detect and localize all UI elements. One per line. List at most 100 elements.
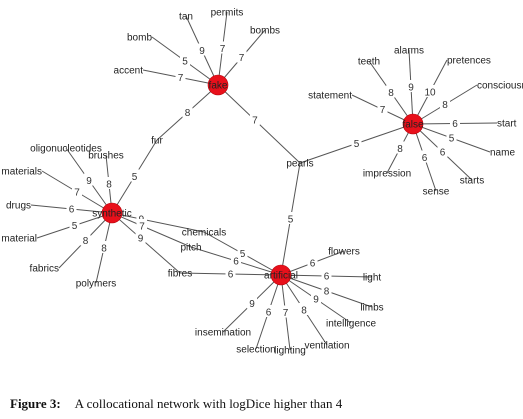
edge-weight-background bbox=[137, 218, 148, 231]
word-node-fibres: fibres bbox=[168, 269, 192, 280]
word-node-statement: statement bbox=[308, 91, 352, 102]
figure-caption-label: Figure 3: bbox=[10, 396, 61, 411]
edge-weight-synthetic-drugs: 6 bbox=[69, 205, 75, 216]
edge-synthetic-fibres bbox=[111, 212, 181, 274]
edge-weight-background bbox=[419, 150, 430, 163]
edge-weight-background bbox=[446, 131, 457, 143]
edge-weight-background bbox=[425, 85, 435, 97]
edge-weight-background bbox=[263, 305, 274, 317]
word-node-flowers: flowers bbox=[328, 247, 360, 258]
edge-weight-false-name: 5 bbox=[449, 134, 455, 145]
edge-weight-synthetic-fur: 5 bbox=[132, 172, 138, 183]
word-node-lighting: lighting bbox=[274, 346, 306, 357]
hub-label-fake: fake bbox=[209, 81, 228, 92]
edge-weight-false-impression: 8 bbox=[397, 144, 403, 155]
edge-weight-background bbox=[280, 305, 291, 318]
edge-weight-artificial-lighting: 7 bbox=[283, 308, 289, 319]
edge-weight-background bbox=[129, 169, 140, 182]
edge-weight-background bbox=[72, 185, 82, 197]
edge-weight-artificial-flowers: 6 bbox=[310, 259, 316, 270]
edge-weight-fake-permits: 7 bbox=[220, 44, 226, 55]
hub-node-synthetic bbox=[101, 202, 123, 224]
edge-weight-artificial-pearls: 5 bbox=[288, 215, 294, 226]
edge-weight-background bbox=[225, 267, 236, 279]
edge-weight-background bbox=[321, 269, 332, 281]
edge-weight-synthetic-pitch: 7 bbox=[139, 221, 145, 232]
edge-weight-synthetic-polymers: 8 bbox=[101, 244, 107, 255]
word-node-sense: sense bbox=[423, 187, 450, 198]
word-node-light: light bbox=[363, 273, 382, 284]
edge-weight-background bbox=[285, 212, 296, 224]
word-node-starts: starts bbox=[460, 176, 484, 187]
network-edge-weights: 9775787891087656685598765889795665668987… bbox=[66, 41, 460, 319]
hub-node-artificial bbox=[270, 264, 292, 286]
edge-weight-false-consciousness: 8 bbox=[442, 100, 448, 111]
edge-weight-background bbox=[236, 50, 247, 63]
edge-weight-synthetic-materials: 7 bbox=[74, 188, 80, 199]
edge-weight-artificial-fibres: 6 bbox=[228, 270, 234, 281]
edge-weight-false-alarms: 9 bbox=[408, 83, 414, 94]
network-hub-nodes bbox=[101, 74, 424, 286]
edge-synthetic-pitch bbox=[111, 212, 192, 248]
edge-weight-false-start: 6 bbox=[452, 119, 458, 130]
edge-weight-background bbox=[237, 246, 248, 259]
edge-weight-false-sense: 6 bbox=[422, 153, 428, 164]
word-node-ventilation: ventilation bbox=[304, 341, 349, 352]
edge-weight-background bbox=[249, 113, 260, 126]
edge-weight-background bbox=[66, 202, 77, 214]
hub-label-synthetic: synthetic bbox=[92, 209, 131, 220]
network-edges bbox=[30, 11, 498, 351]
edge-weight-background bbox=[307, 256, 318, 268]
word-node-start: start bbox=[497, 119, 517, 130]
word-node-consciousness: consciousness bbox=[477, 81, 523, 92]
edge-weight-false-teeth: 8 bbox=[388, 88, 394, 99]
edge-weight-false-statement: 7 bbox=[380, 105, 386, 116]
figure-caption-text: A collocational network with logDice hig… bbox=[74, 396, 343, 411]
edge-weight-background bbox=[80, 233, 91, 246]
edge-weight-background bbox=[311, 292, 321, 304]
edge-weight-artificial-limbs: 8 bbox=[324, 287, 330, 298]
word-node-intelligence: intelligence bbox=[326, 319, 376, 330]
word-node-insemination: insemination bbox=[195, 328, 251, 339]
edge-weight-background bbox=[406, 80, 416, 92]
edge-weight-background bbox=[175, 70, 186, 83]
edge-weight-background bbox=[99, 241, 109, 253]
collocation-network: 9775787891087656685598765889795665668987… bbox=[1, 8, 523, 357]
word-node-accent: accent bbox=[114, 66, 144, 77]
edge-weight-artificial-light: 6 bbox=[324, 272, 330, 283]
word-node-impression: impression bbox=[363, 169, 411, 180]
word-node-name: name bbox=[490, 148, 515, 159]
word-node-oligonucleotides: oligonucleotides bbox=[30, 144, 102, 155]
edge-weight-synthetic-oligonucleotides: 9 bbox=[86, 176, 92, 187]
edge-weight-synthetic-brushes: 8 bbox=[106, 180, 112, 191]
edge-weight-fake-bombs: 7 bbox=[239, 53, 245, 64]
edge-weight-background bbox=[69, 218, 80, 231]
edge-weight-fake-pearls: 7 bbox=[252, 116, 258, 127]
edge-weight-synthetic-fabrics: 8 bbox=[83, 236, 89, 247]
edge-weight-artificial-intelligence: 9 bbox=[313, 295, 319, 306]
edge-weight-background bbox=[377, 102, 388, 115]
edge-weight-background bbox=[395, 141, 405, 154]
edge-weight-background bbox=[197, 43, 207, 56]
edge-weight-artificial-pitch: 6 bbox=[233, 257, 239, 268]
word-node-permits: permits bbox=[211, 8, 244, 19]
word-node-polymers: polymers bbox=[76, 279, 117, 290]
edge-weight-background bbox=[182, 105, 193, 118]
edge-weight-background bbox=[440, 97, 450, 110]
edge-weight-artificial-insemination: 9 bbox=[249, 299, 255, 310]
edge-weight-false-pearls: 5 bbox=[354, 139, 360, 150]
word-node-fur: fur bbox=[151, 136, 163, 147]
edge-weight-artificial-ventilation: 8 bbox=[301, 306, 307, 317]
word-node-pearls: pearls bbox=[286, 159, 313, 170]
edge-weight-false-starts: 6 bbox=[440, 148, 446, 159]
word-node-materials: materials bbox=[1, 167, 42, 178]
edge-weight-false-pretences: 10 bbox=[424, 88, 436, 99]
hub-node-fake bbox=[207, 74, 229, 96]
word-node-bomb: bomb bbox=[127, 33, 152, 44]
word-node-chemicals: chemicals bbox=[182, 228, 226, 239]
edge-weight-artificial-selection: 6 bbox=[266, 308, 272, 319]
word-node-limbs: limbs bbox=[360, 303, 383, 314]
edge-weight-background bbox=[104, 177, 114, 189]
word-node-alarms: alarms bbox=[394, 46, 424, 57]
